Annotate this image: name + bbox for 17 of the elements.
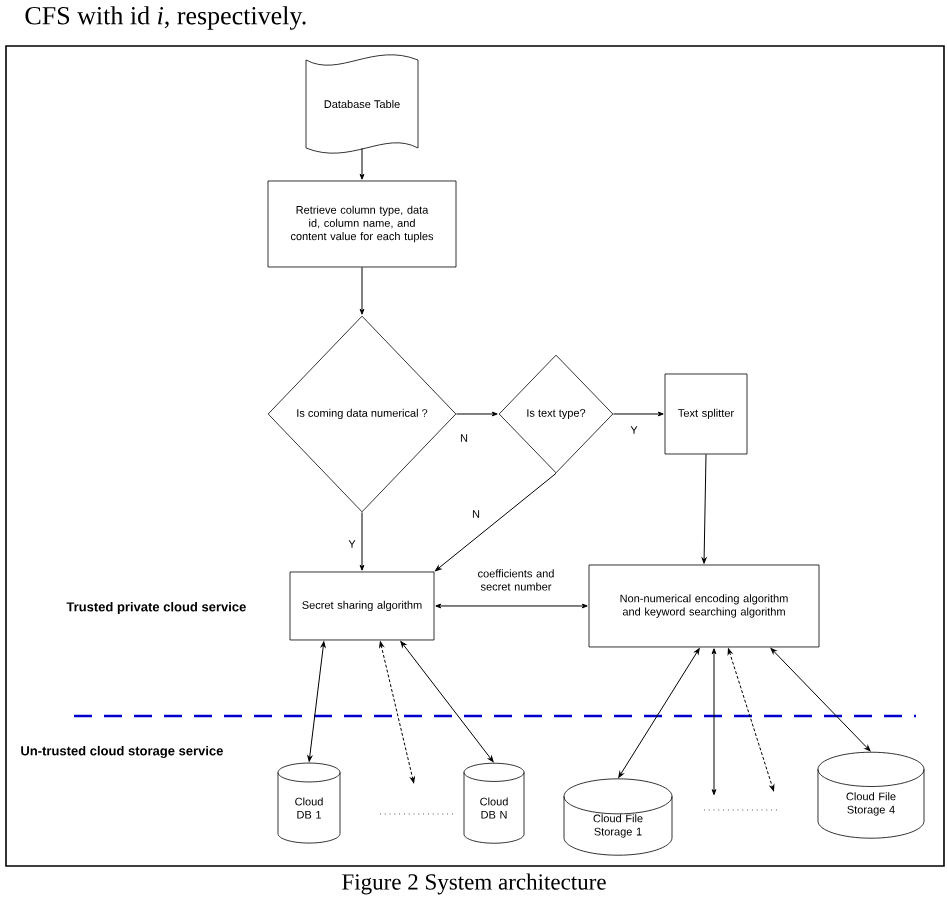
arrow [379, 641, 415, 784]
arrow [701, 453, 707, 564]
arrow [359, 511, 365, 571]
arrow [727, 648, 775, 792]
arrow [307, 641, 326, 762]
arrow [435, 603, 588, 609]
caption: Figure 2 System architecture [342, 873, 606, 895]
arrow [455, 411, 498, 417]
arrow [359, 266, 365, 315]
arrow [770, 647, 871, 752]
arrow [612, 411, 664, 417]
running-text: CFS with id i, respectively. [25, 6, 306, 30]
arrow [618, 648, 700, 778]
arrow [400, 641, 494, 763]
arrow [435, 472, 557, 572]
arrow [711, 648, 717, 796]
arrow [359, 147, 365, 180]
